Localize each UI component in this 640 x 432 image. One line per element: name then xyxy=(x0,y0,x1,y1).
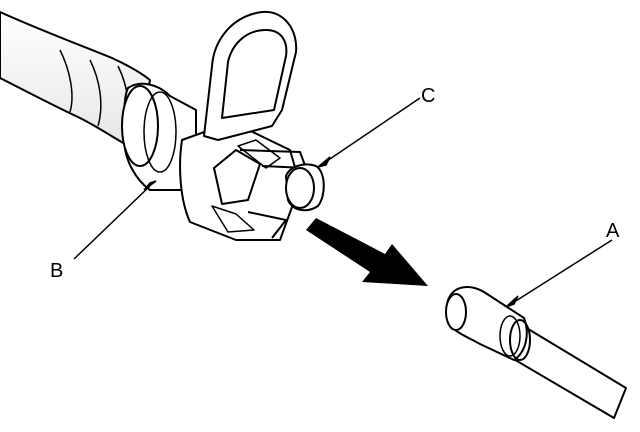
leader-line-c xyxy=(323,97,421,164)
leader-lines xyxy=(73,97,613,308)
leader-arrow-c xyxy=(317,156,331,168)
quick-connector-c xyxy=(179,10,325,241)
pipe-a xyxy=(445,286,627,419)
hose-collar xyxy=(121,82,197,191)
removal-direction-arrow xyxy=(306,218,428,286)
leader-line-b xyxy=(73,185,151,260)
leader-line-a xyxy=(510,239,613,305)
callout-label-a: A xyxy=(606,220,620,242)
callout-label-b: B xyxy=(50,260,64,282)
leader-arrow-b xyxy=(143,180,157,191)
callout-label-c: C xyxy=(421,85,436,107)
leader-arrow-a xyxy=(505,295,519,308)
